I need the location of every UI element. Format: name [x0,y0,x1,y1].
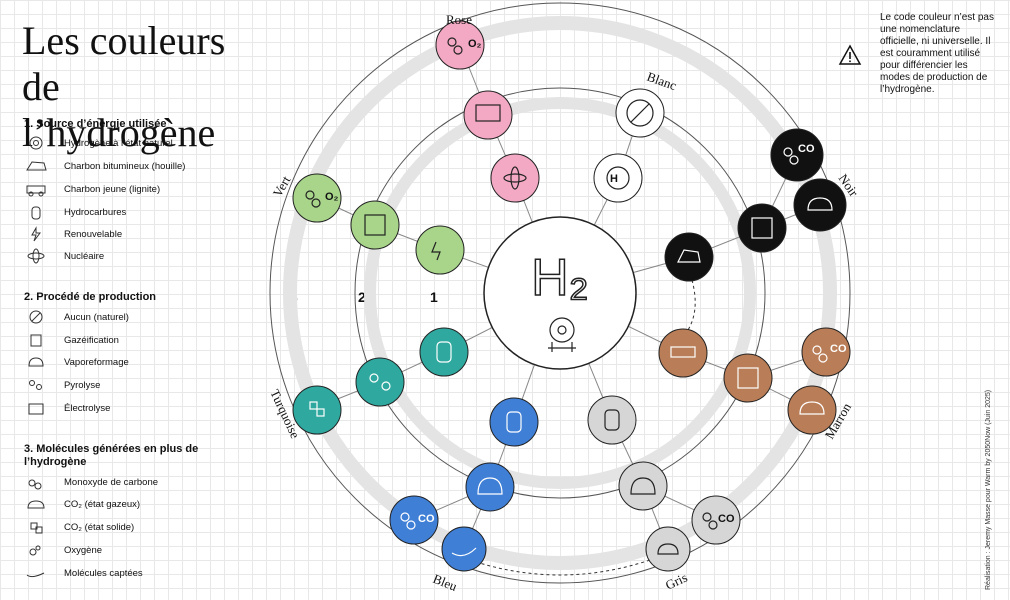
oxygen-icon [29,545,41,556]
node-icons-light [309,147,833,557]
noir-co-node [770,128,824,182]
rose-nuclear-node [490,153,540,203]
ring-number-2: 2 [358,289,366,305]
pyrolysis-icon [29,380,42,390]
bituminous-coal-icon [26,161,47,171]
dashed-link [469,559,651,576]
background-ring [283,16,837,570]
legend-item: Charbon jeune (lignite) [24,180,160,198]
ring-number-1: 1 [430,289,438,305]
svg-text:H: H [610,173,618,185]
carbon-monoxide-icon [28,479,42,490]
svg-text:CO: CO [718,513,735,525]
legend-item: Monoxyde de carbone [24,473,158,491]
marron-co-node [801,327,851,377]
bleu-reforming-node [465,462,515,512]
svg-text:O₂: O₂ [468,38,482,50]
h2-label: H₂ [531,249,589,307]
tank-icon [548,317,576,352]
steam-reforming-icon [28,357,44,367]
legend-item: Gazéification [24,331,119,349]
legend-item: Charbon bitumineux (houille) [24,157,185,175]
legend-item: Électrolyse [24,399,110,417]
svg-text:O₂: O₂ [325,191,339,203]
co2-gas-icon [27,500,45,509]
node-icons [305,37,654,261]
background-ring [364,97,756,489]
svg-text:CO: CO [830,343,847,355]
noir-gasification-node [737,203,787,253]
legend-item: Vaporeformage [24,353,129,371]
disclaimer-note: Le code couleur n’est pas une nomenclatu… [880,12,994,95]
noir-co2-node [793,178,847,232]
marron-co2-node [787,385,837,435]
bleu-captured-node [441,526,487,572]
central-hydrogen-node [483,216,637,370]
vert-electrolysis-node [350,200,400,250]
gris-co2-node [645,526,691,572]
page-title: Les couleurs de l’hydrogène [22,18,226,155]
bleu-hydrocarbon-node [489,397,539,447]
legend-item: CO₂ (état solide) [24,518,134,536]
co2-solid-icon [30,522,43,534]
label-blanc: Blanc [645,69,679,94]
lignite-cart-icon [26,185,46,197]
label-vert: Vert [270,173,294,200]
nuclear-atom-icon [27,248,45,264]
legend-item: CO₂ (état gazeux) [24,495,140,513]
gris-hydrocarbon-node [587,395,637,445]
renewable-icon [31,226,41,242]
legend-item: Aucun (naturel) [24,308,129,326]
marron-gasification-node [723,353,773,403]
noir-coal-node [664,232,714,282]
legend-item: Hydrogène à l’état naturel [24,134,173,152]
blanc-natural-node [593,153,643,203]
gasification-icon [30,334,42,347]
process-ring [354,87,766,499]
svg-text:CO: CO [418,513,435,525]
marron-lignite-node [658,328,708,378]
output-ring [269,2,851,584]
legend-item: Hydrocarbures [24,203,126,221]
legend-item: Pyrolyse [24,376,100,394]
rose-electrolysis-node [463,90,513,140]
node-texts: O₂ O₂ H CO CO CO CO [325,38,847,525]
vert-oxygen-node [292,173,342,223]
warning-icon [838,44,862,65]
natural-hydrogen-icon [29,136,43,150]
gris-co-node [691,495,741,545]
vert-renewable-node [415,225,465,275]
legend-heading-process: 2. Procédé de production [24,291,157,303]
none-icon [29,310,43,324]
label-bleu: Bleu [431,571,460,594]
legend-heading-molecules: 3. Molécules générées en plus de l’hydro… [24,443,199,468]
legend-item: Molécules captées [24,564,143,582]
svg-text:CO: CO [798,143,815,155]
turquoise-pyrolysis-node [355,357,405,407]
legend-item: Oxygène [24,541,102,559]
label-rose: Rose [446,12,472,27]
dashed-link [687,279,696,331]
turquoise-hydrocarbon-node [419,327,469,377]
gris-reforming-node [618,461,668,511]
node-icons-grey [604,409,718,555]
legend-item: Renouvelable [24,225,122,243]
legend-item: Nucléaire [24,247,104,265]
captured-molecules-icon [26,572,45,578]
bleu-co-node [389,495,439,545]
electrolysis-icon [28,403,44,415]
legend-heading-energy: 1. Source d’énergie utilisée [24,118,167,130]
label-gris: Gris [663,570,690,593]
rose-oxygen-node [435,20,485,70]
gas-bottle-icon [31,206,41,220]
